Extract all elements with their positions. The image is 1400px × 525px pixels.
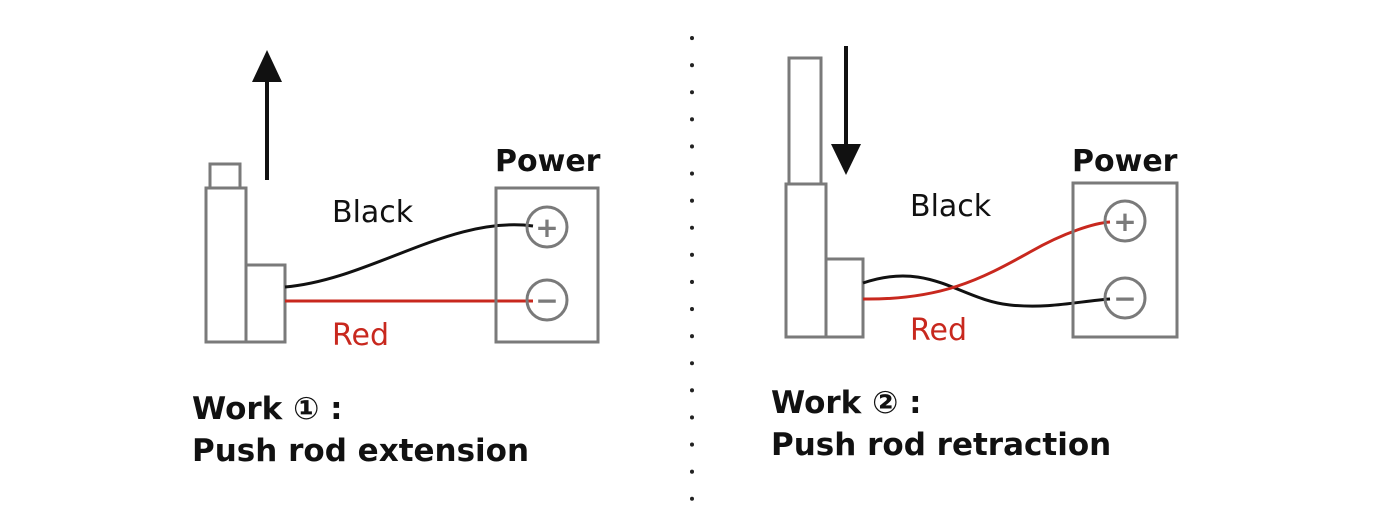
up-arrow-icon	[252, 50, 282, 180]
push-rod	[787, 56, 823, 186]
black-wire-label: Black	[332, 195, 414, 230]
caption-description: Push rod retraction	[771, 427, 1111, 463]
plus-symbol: +	[1113, 205, 1136, 238]
plus-symbol: +	[535, 211, 558, 244]
actuator-extended	[204, 162, 287, 344]
actuator-retracted	[784, 56, 865, 339]
panel-extension: Black Red Power + − Work ① : Push rod ex…	[192, 50, 601, 469]
red-wire-label: Red	[910, 313, 967, 348]
push-rod	[208, 162, 242, 190]
positive-terminal-icon	[1103, 199, 1147, 243]
red-wire-label: Red	[332, 318, 389, 353]
actuator-tube	[204, 186, 248, 344]
power-supply: Power + −	[1071, 144, 1179, 339]
black-wire	[284, 223, 534, 289]
motor-housing	[244, 263, 287, 344]
panel-retraction: Black Red Power + − Work ② : Push rod re…	[771, 46, 1179, 463]
black-wire	[862, 274, 1111, 308]
caption-description: Push rod extension	[192, 433, 529, 469]
power-supply: Power + −	[494, 144, 601, 344]
power-box	[494, 186, 600, 344]
minus-symbol: −	[535, 284, 558, 317]
minus-symbol: −	[1113, 282, 1136, 315]
caption-title: Work ① :	[192, 391, 343, 427]
power-label: Power	[1072, 144, 1178, 179]
black-wire-label: Black	[910, 189, 992, 224]
negative-terminal-icon	[525, 278, 569, 322]
positive-terminal-icon	[525, 205, 569, 249]
caption-title: Work ② :	[771, 385, 922, 421]
down-arrow-icon	[831, 46, 861, 175]
negative-terminal-icon	[1103, 276, 1147, 320]
power-box	[1071, 181, 1179, 339]
power-label: Power	[495, 144, 601, 179]
red-wire	[862, 220, 1111, 301]
motor-housing	[824, 257, 865, 339]
actuator-tube	[784, 182, 828, 339]
